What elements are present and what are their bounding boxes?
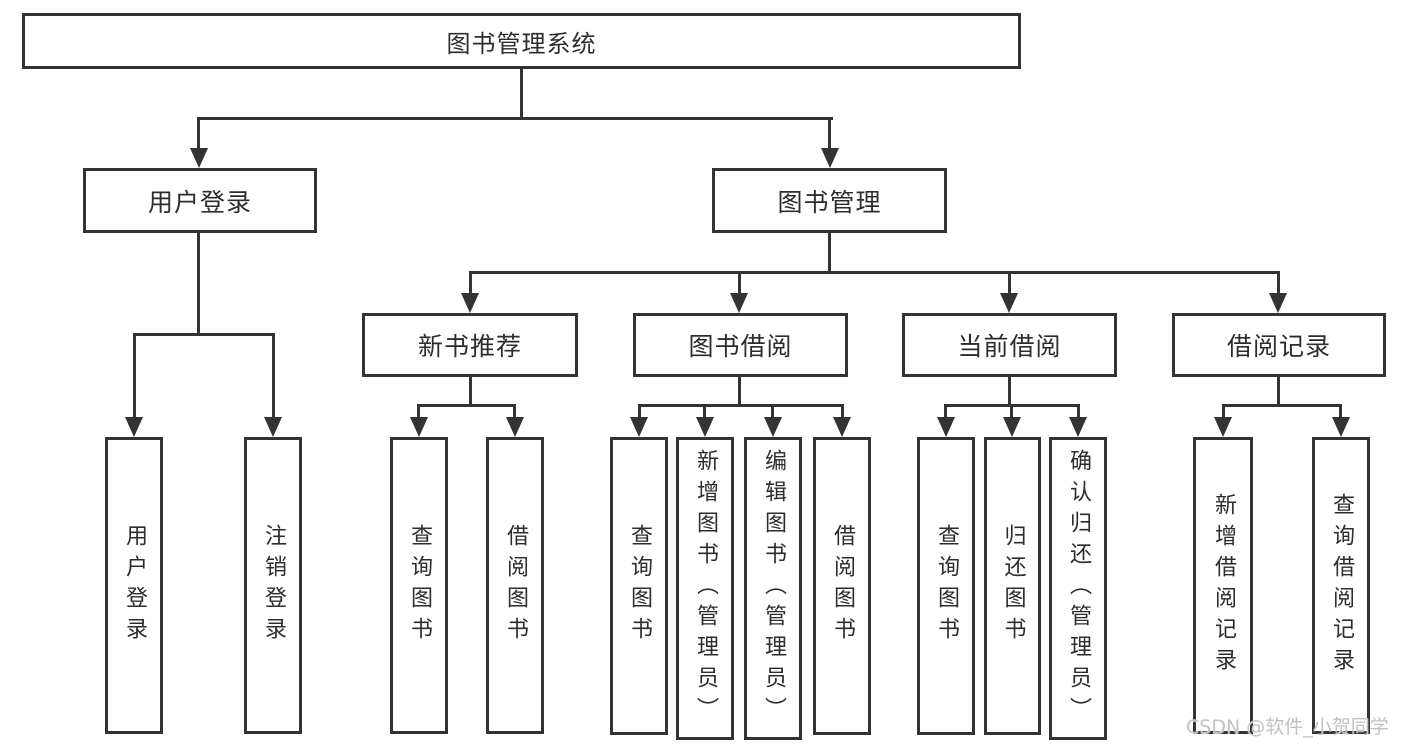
leaf-node-label: 注销登录 [261, 523, 286, 648]
connector-line [841, 404, 844, 421]
arrowhead-icon [190, 148, 208, 168]
leaf-node-label: 用户登录 [122, 523, 147, 648]
section-node-label: 当前借阅 [957, 332, 1062, 361]
connector-line [520, 69, 523, 119]
arrowhead-icon [410, 417, 428, 437]
section-node-label: 新书推荐 [417, 332, 522, 361]
connector-line [738, 271, 741, 297]
leaf-node-label: 新增借阅记录 [1211, 492, 1236, 679]
arrowhead-icon [264, 417, 282, 437]
leaf-node-label: 借阅图书 [503, 523, 528, 648]
connector-line [197, 117, 833, 120]
section-node-current-borrow: 当前借阅 [902, 313, 1117, 377]
connector-line [638, 404, 641, 421]
leaf-node-confirm-return-admin: 确认归还（管理员） [1049, 437, 1107, 740]
leaf-node-logout: 注销登录 [244, 437, 302, 734]
connector-line [1008, 271, 1011, 297]
arrowhead-icon [1269, 293, 1287, 313]
connector-line [1339, 404, 1342, 421]
leaf-node-query-borrow-record: 查询借阅记录 [1312, 437, 1370, 734]
leaf-node-borrow-books: 借阅图书 [813, 437, 871, 735]
arrowhead-icon [833, 417, 851, 437]
arrowhead-icon [821, 148, 839, 168]
arrowhead-icon [764, 417, 782, 437]
connector-line [1222, 404, 1342, 407]
connector-line [469, 271, 1280, 274]
connector-line [197, 233, 200, 336]
arrowhead-icon [1214, 417, 1232, 437]
connector-line [828, 233, 831, 274]
leaf-node-label: 查询图书 [934, 524, 959, 648]
connector-line [417, 404, 516, 407]
section-node-label: 图书借阅 [688, 332, 793, 361]
root-node-library-system: 图书管理系统 [22, 13, 1021, 69]
connector-line [469, 377, 472, 407]
leaf-node-return-books: 归还图书 [984, 437, 1041, 735]
connector-line [197, 117, 200, 150]
branch-node-label: 图书管理 [777, 187, 882, 217]
connector-line [1222, 404, 1225, 421]
connector-line [469, 271, 472, 297]
arrowhead-icon [1000, 293, 1018, 313]
leaf-node-label: 归还图书 [1000, 524, 1026, 648]
connector-line [1277, 271, 1280, 297]
connector-line [513, 404, 516, 421]
leaf-node-label: 查询图书 [407, 523, 432, 648]
arrowhead-icon [1332, 417, 1350, 437]
leaf-node-edit-books-admin: 编辑图书（管理员） [744, 437, 802, 740]
connector-line [133, 333, 136, 421]
leaf-node-query-books-borrow: 查询图书 [610, 437, 668, 735]
arrowhead-icon [125, 417, 143, 437]
leaf-node-borrow-books-recommend: 借阅图书 [486, 437, 544, 734]
arrowhead-icon [937, 417, 955, 437]
leaf-node-query-books-recommend: 查询图书 [390, 437, 448, 734]
leaf-node-add-borrow-record: 新增借阅记录 [1193, 437, 1253, 734]
connector-line [1077, 404, 1080, 421]
connector-line [417, 404, 420, 421]
arrowhead-icon [461, 293, 479, 313]
connector-line [703, 404, 706, 421]
section-node-borrow-records: 借阅记录 [1172, 313, 1386, 377]
leaf-node-label: 新增图书（管理员） [693, 449, 718, 728]
leaf-node-label: 查询图书 [627, 524, 652, 648]
leaf-node-add-books-admin: 新增图书（管理员） [676, 437, 734, 740]
watermark: CSDN @软件_小贺同学 [1186, 716, 1389, 738]
leaf-node-user-login: 用户登录 [105, 437, 163, 734]
connector-line [638, 404, 844, 407]
connector-line [738, 377, 741, 407]
branch-node-book-management: 图书管理 [712, 168, 947, 233]
connector-line [771, 404, 774, 421]
section-node-book-borrow: 图书借阅 [633, 313, 848, 377]
connector-line [828, 117, 831, 150]
connector-line [133, 333, 275, 336]
arrowhead-icon [1003, 417, 1021, 437]
root-node-label: 图书管理系统 [446, 29, 597, 58]
arrowhead-icon [730, 293, 748, 313]
branch-node-user-login: 用户登录 [83, 168, 317, 233]
leaf-node-label: 查询借阅记录 [1329, 492, 1354, 679]
arrowhead-icon [696, 417, 714, 437]
arrowhead-icon [506, 417, 524, 437]
leaf-node-label: 借阅图书 [830, 524, 855, 648]
leaf-node-query-books-current: 查询图书 [917, 437, 975, 735]
section-node-new-book-recommend: 新书推荐 [362, 313, 578, 377]
connector-line [1008, 377, 1011, 407]
leaf-node-label: 编辑图书（管理员） [761, 449, 786, 728]
arrowhead-icon [630, 417, 648, 437]
branch-node-label: 用户登录 [147, 187, 252, 217]
connector-line [1277, 377, 1280, 407]
section-node-label: 借阅记录 [1226, 332, 1331, 361]
connector-line [944, 404, 947, 421]
arrowhead-icon [1069, 417, 1087, 437]
leaf-node-label: 确认归还（管理员） [1066, 449, 1091, 728]
connector-line [1010, 404, 1013, 421]
connector-line [272, 333, 275, 421]
